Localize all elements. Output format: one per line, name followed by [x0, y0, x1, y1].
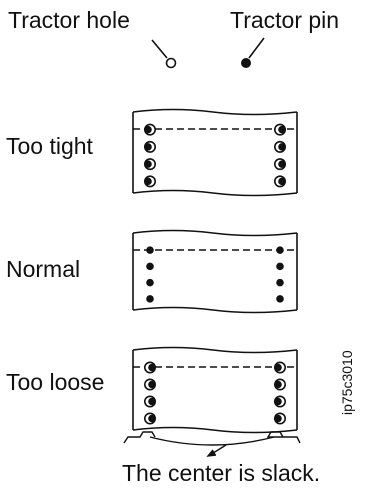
tractor-hole-left-1: [144, 123, 157, 136]
tractor-hole-icon: [165, 57, 177, 69]
caption: The center is slack.: [122, 460, 320, 486]
tractor-pin-icon: [278, 125, 286, 134]
tractor-pin-icon: [276, 262, 284, 271]
tractor-mechanism: [123, 431, 301, 457]
tractor-hole-left-2: [144, 140, 157, 153]
tractor-hole-right-4: [273, 412, 286, 425]
tractor-pin-icon: [274, 380, 282, 389]
paper-bottom-edge: [132, 189, 298, 197]
tractor-pin-icon: [276, 246, 284, 254]
panel-label-too-loose: Too loose: [6, 369, 104, 395]
tractor-hole-left-1: [144, 361, 157, 374]
paper-top-edge: [132, 108, 298, 116]
tractor-pin-icon: [274, 363, 282, 372]
tractor-hole-left-3: [144, 395, 157, 408]
tractor-hole-right-4: [273, 175, 286, 188]
tractor-pin-icon: [278, 177, 286, 186]
tractor-pin-label: Tractor pin: [230, 7, 339, 33]
tractor-pin-icon: [278, 160, 286, 168]
tractor-hole-left-4: [144, 175, 157, 188]
tractor-pin-icon: [144, 177, 152, 186]
panel-label-normal: Normal: [6, 256, 80, 282]
tractor-pin-icon: [144, 125, 152, 134]
tractor-hole-left-2: [144, 378, 157, 391]
paper-top-edge: [132, 346, 298, 354]
tractor-hole-label: Tractor hole: [8, 7, 130, 33]
panel-normal: [132, 229, 298, 314]
tractor-hole-right-3: [273, 158, 286, 171]
tractor-pin-icon: [148, 414, 156, 423]
tractor-hole-left-4: [146, 295, 154, 303]
tractor-hole-right-2: [273, 140, 286, 153]
tractor-hole-left-1: [146, 246, 154, 254]
tractor-pin-icon: [276, 295, 284, 303]
tractor-hole-left-3: [144, 158, 157, 171]
tractor-pin-icon: [148, 363, 156, 372]
tractor-hole-right-2: [273, 378, 286, 391]
paper-bottom-edge: [132, 306, 298, 314]
tractor-pin-icon: [241, 58, 251, 68]
slack-paper-curve: [149, 436, 275, 446]
tractor-pin-icon: [274, 397, 282, 406]
tractor-hole-right-1: [273, 123, 286, 136]
panel-too-loose: [132, 346, 298, 434]
tractor-hole-right-1: [276, 246, 284, 254]
tractor-pin-icon: [278, 143, 286, 151]
tractor-pin-icon: [276, 278, 284, 287]
tractor-pin-icon: [144, 143, 152, 151]
tractor-hole-left-2: [146, 262, 154, 271]
tractor-hole-left-4: [144, 412, 157, 425]
tractor-hole-pointer: [151, 39, 177, 69]
tractor-hole-right-3: [276, 278, 284, 287]
panel-label-too-tight: Too tight: [6, 133, 94, 159]
tractor-hole-right-1: [273, 361, 286, 374]
tractor-pin-icon: [146, 295, 154, 303]
tractor-pin-icon: [146, 262, 154, 271]
tractor-pin-icon: [144, 160, 152, 168]
tractor-pin-icon: [274, 414, 282, 423]
tractor-pin-icon: [148, 380, 156, 389]
tractor-pin-icon: [148, 397, 156, 406]
tractor-hole-right-4: [276, 295, 284, 303]
tractor-hole-right-2: [276, 262, 284, 271]
tractor-hole-right-3: [273, 395, 286, 408]
paper-top-edge: [132, 229, 298, 237]
tractor-pin-icon: [146, 278, 154, 287]
tractor-pin-icon: [146, 246, 154, 254]
tractor-pin-pointer: [241, 37, 265, 68]
tractor-hole-left-3: [146, 278, 154, 287]
panel-too-tight: [132, 108, 298, 197]
figure-id: ip75c3010: [339, 350, 355, 415]
